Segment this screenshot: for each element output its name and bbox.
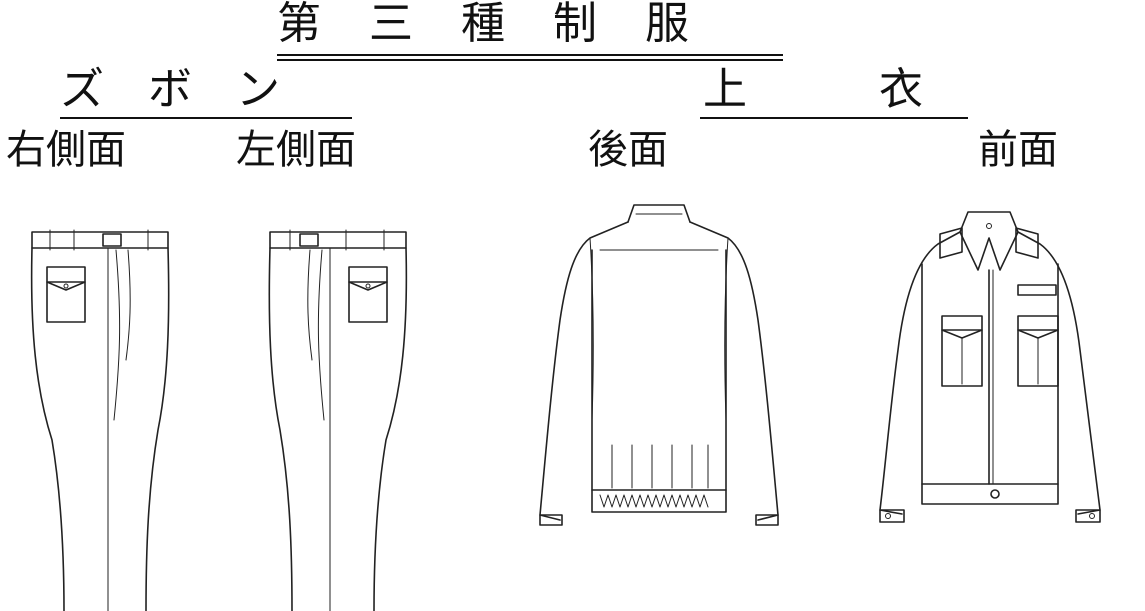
jacket-heading-underline [700, 117, 968, 119]
page-title: 第 三 種 制 服 [277, 0, 691, 49]
jacket-front-drawing [879, 211, 1101, 523]
view-label-front: 前面 [978, 127, 1058, 173]
trousers-left-side-drawing [268, 229, 408, 611]
title-underline-top [277, 54, 783, 56]
title-underline-bottom [277, 59, 783, 61]
view-label-back: 後面 [588, 127, 668, 173]
view-label-right-side: 右側面 [6, 127, 126, 173]
trousers-right-side-drawing [30, 229, 170, 611]
trousers-heading-underline [60, 117, 352, 119]
view-label-left-side: 左側面 [236, 127, 356, 173]
jacket-back-drawing [539, 204, 779, 526]
jacket-heading: 上 衣 [703, 64, 923, 115]
trousers-heading: ズ ボ ン [60, 64, 280, 115]
